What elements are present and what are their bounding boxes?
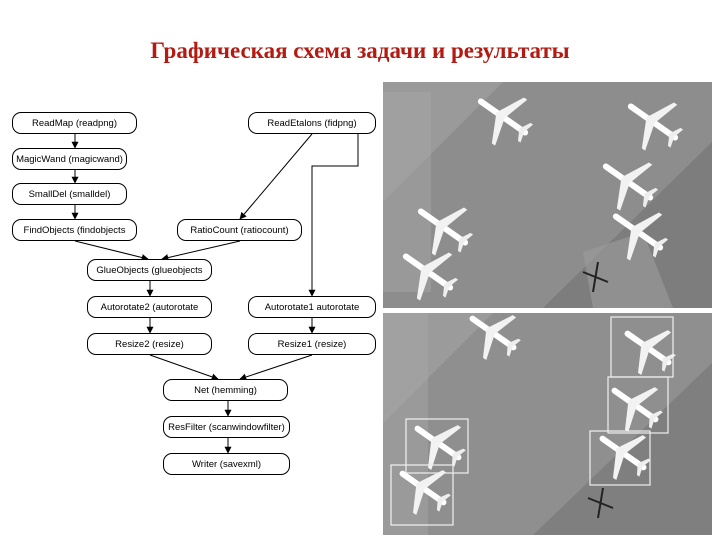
arrow-resize2-net: [149, 354, 219, 381]
arrow-ratiocount-glueobjects: [161, 240, 241, 261]
node-writer: Writer (savexml): [163, 453, 290, 475]
node-autorotate2: Autorotate2 (autorotate: [87, 296, 212, 318]
detection-box: [607, 376, 669, 434]
aerial-photo-result: [383, 313, 712, 535]
aerial-photo-source: [383, 82, 712, 308]
node-autorotate1: Autorotate1 autorotate: [248, 296, 376, 318]
node-readetalons: ReadEtalons (fidpng): [248, 112, 376, 134]
detection-box: [589, 430, 651, 486]
node-resfilter: ResFilter (scanwindowfilter): [163, 416, 290, 438]
arrow-resize1-net: [239, 354, 313, 381]
detection-box: [390, 464, 454, 526]
node-findobjects: FindObjects (findobjects: [12, 219, 137, 241]
node-net: Net (hemming): [163, 379, 288, 401]
node-glueobjects: GlueObjects (glueobjects: [87, 259, 212, 281]
detection-box: [405, 418, 469, 474]
node-readmap: ReadMap (readpng): [12, 112, 137, 134]
slide-title: Графическая схема задачи и результаты: [150, 38, 570, 63]
arrow-findobjects-glueobjects: [74, 240, 149, 261]
arrow-readetalons-ratiocount: [239, 133, 313, 220]
arrow-readetalons-autorotate1: [308, 134, 359, 297]
node-magicwand: MagicWand (magicwand): [12, 148, 127, 170]
node-resize2: Resize2 (resize): [87, 333, 212, 355]
node-smalldel: SmallDel (smalldel): [12, 183, 127, 205]
node-resize1: Resize1 (resize): [248, 333, 376, 355]
node-ratiocount: RatioCount (ratiocount): [177, 219, 302, 241]
